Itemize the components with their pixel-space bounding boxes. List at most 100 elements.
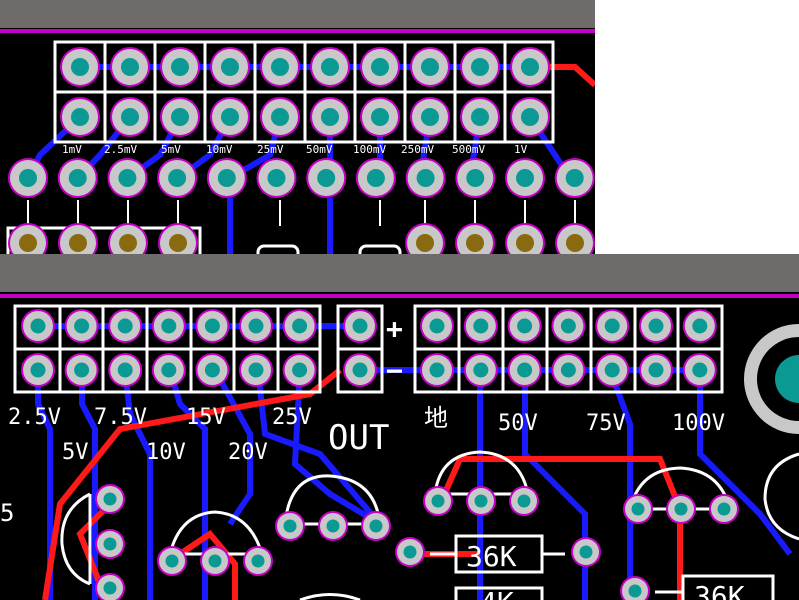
pcb-view-bottom[interactable]: 2.5V 7.5V 15V 25V 5V 10V 20V OUT + − 地 5… xyxy=(0,254,799,600)
voltage-label: 75V xyxy=(586,411,626,436)
pad-hole xyxy=(119,234,137,252)
pad-hole xyxy=(560,318,576,334)
plus-label: + xyxy=(386,312,403,345)
pad-hole xyxy=(429,362,445,378)
pad-hole xyxy=(121,108,139,126)
range-label: 10mV xyxy=(206,143,233,156)
pad-hole xyxy=(248,362,264,378)
pad-hole xyxy=(352,362,368,378)
pad-hole xyxy=(403,545,417,559)
panel-header-top xyxy=(0,0,595,28)
pad-hole xyxy=(352,318,368,334)
pad-hole xyxy=(471,108,489,126)
range-label: 1V xyxy=(514,143,528,156)
range-labels-top: 1mV 2.5mV 5mV 10mV 25mV 50mV 100mV 250mV… xyxy=(62,143,528,156)
pad-hole xyxy=(161,318,177,334)
pad-hole xyxy=(366,169,385,187)
voltage-label: 100V xyxy=(672,411,725,436)
range-label: 250mV xyxy=(401,143,434,156)
pads-top xyxy=(8,47,595,198)
pad-hole xyxy=(161,362,177,378)
range-label: 50mV xyxy=(306,143,333,156)
pad-hole xyxy=(369,519,383,533)
pad-hole xyxy=(171,58,189,76)
pad-hole xyxy=(517,318,533,334)
pcb-canvas-bottom xyxy=(13,304,799,600)
pad-hole xyxy=(604,318,620,334)
pad-hole xyxy=(631,502,645,516)
range-label: 25mV xyxy=(257,143,284,156)
pcb-view-top[interactable]: 1mV 2.5mV 5mV 10mV 25mV 50mV 100mV 250mV… xyxy=(0,0,595,254)
pads-bottom xyxy=(21,309,739,600)
pad-hole xyxy=(267,169,286,187)
pad-hole xyxy=(474,494,488,508)
panel-header-bottom xyxy=(0,254,799,292)
pad-hole xyxy=(117,318,133,334)
range-label: 1mV xyxy=(62,143,82,156)
pad-hole xyxy=(168,169,187,187)
voltage-label: 25V xyxy=(272,405,312,430)
pad-hole xyxy=(217,169,236,187)
pad-hole xyxy=(69,234,87,252)
pad-hole xyxy=(208,554,222,568)
pad-hole xyxy=(74,362,90,378)
pad-hole xyxy=(521,58,539,76)
pad-hole xyxy=(466,234,484,252)
pad-hole xyxy=(251,554,265,568)
pad-hole xyxy=(171,108,189,126)
pad-hole xyxy=(416,169,435,187)
pad-hole xyxy=(692,318,708,334)
voltage-label: 2.5V xyxy=(8,405,61,430)
pad-hole xyxy=(221,58,239,76)
pad-hole xyxy=(717,502,731,516)
pad-hole xyxy=(692,362,708,378)
range-label: 2.5mV xyxy=(104,143,137,156)
pad-hole xyxy=(321,58,339,76)
voltage-label: 15V xyxy=(186,405,226,430)
pad-hole xyxy=(421,108,439,126)
pad-hole xyxy=(68,169,87,187)
pad-hole xyxy=(648,318,664,334)
pad-hole xyxy=(431,494,445,508)
pad-hole xyxy=(321,108,339,126)
voltage-label: 7.5V xyxy=(94,405,147,430)
pad-hole xyxy=(103,581,117,595)
pad-hole xyxy=(204,362,220,378)
pad-hole xyxy=(473,318,489,334)
pad-hole xyxy=(326,519,340,533)
pad-hole xyxy=(429,318,445,334)
pcb-canvas-top xyxy=(6,40,595,254)
resistor-label: 36K xyxy=(466,540,517,573)
pad-hole xyxy=(271,58,289,76)
pad-hole xyxy=(118,169,137,187)
pad-hole xyxy=(421,58,439,76)
voltage-label: 5V xyxy=(62,440,89,465)
pad-hole xyxy=(117,362,133,378)
pad-hole xyxy=(221,108,239,126)
pad-hole xyxy=(416,234,434,252)
pad-hole xyxy=(371,108,389,126)
pad-hole xyxy=(317,169,336,187)
edge-label: 5 xyxy=(0,499,14,527)
pad-hole xyxy=(566,234,584,252)
pad-hole xyxy=(248,318,264,334)
pad-hole xyxy=(648,362,664,378)
pad-hole xyxy=(517,362,533,378)
pad-hole xyxy=(30,318,46,334)
pad-hole xyxy=(283,519,297,533)
pad-hole xyxy=(516,169,534,187)
connector-outline-top xyxy=(53,40,555,144)
board-edge-top xyxy=(0,29,595,33)
voltage-label: 50V xyxy=(498,411,538,436)
range-label: 500mV xyxy=(452,143,485,156)
pad-hole xyxy=(19,234,37,252)
out-label: OUT xyxy=(328,418,389,458)
pad-hole xyxy=(121,58,139,76)
minus-label: − xyxy=(386,354,403,387)
pad-hole xyxy=(521,108,539,126)
voltage-label: 10V xyxy=(146,440,186,465)
pad-hole xyxy=(604,362,620,378)
pad-hole xyxy=(74,318,90,334)
pad-hole xyxy=(516,234,534,252)
pad-hole xyxy=(165,554,179,568)
